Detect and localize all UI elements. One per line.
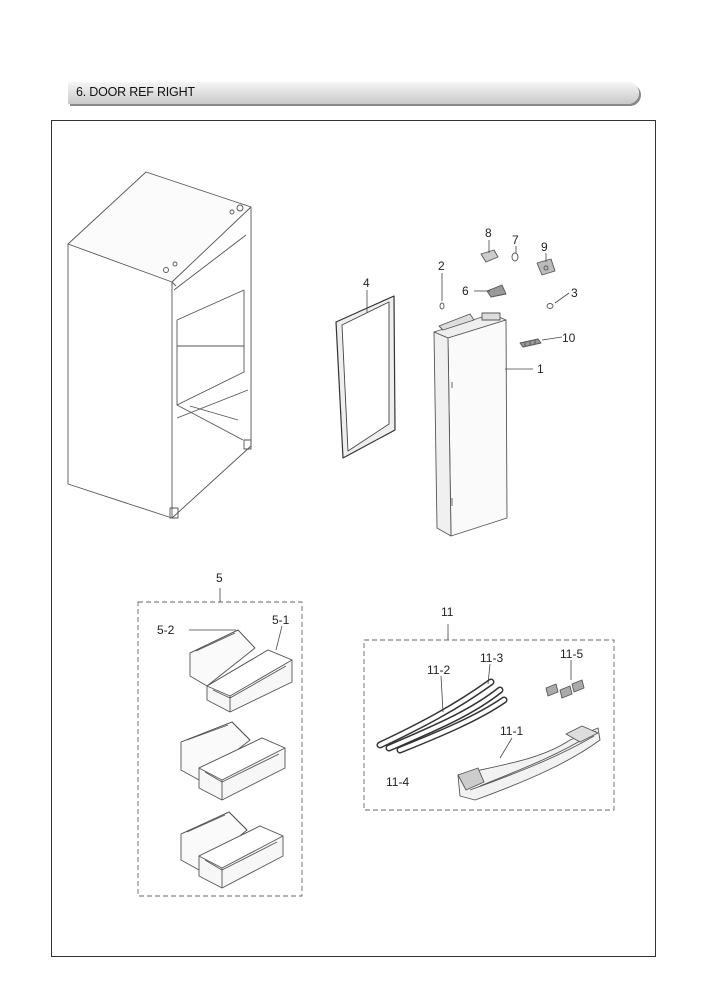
callout-11-3: 11-3 bbox=[480, 651, 503, 665]
section-title: 6. DOOR REF RIGHT bbox=[76, 85, 195, 99]
callout-1: 1 bbox=[537, 362, 544, 376]
callout-9: 9 bbox=[541, 240, 548, 254]
part-spring-10 bbox=[519, 338, 542, 348]
callout-11-2: 11-2 bbox=[427, 663, 450, 677]
callout-6: 6 bbox=[462, 284, 469, 298]
part-door-guard-set-2 bbox=[180, 721, 286, 801]
callout-2: 2 bbox=[438, 259, 445, 273]
callout-11-1: 11-1 bbox=[500, 724, 523, 738]
part-screw-3 bbox=[546, 303, 554, 309]
callout-8: 8 bbox=[485, 226, 492, 240]
part-door-guard-set-1 bbox=[189, 629, 293, 713]
callout-3: 3 bbox=[571, 286, 578, 300]
part-tubes bbox=[376, 678, 508, 754]
part-hinge-cap-8 bbox=[480, 249, 499, 263]
part-connectors bbox=[545, 679, 585, 699]
part-bolt-7 bbox=[511, 252, 519, 262]
part-water-tank bbox=[457, 725, 601, 801]
callout-5-1: 5-1 bbox=[272, 613, 290, 627]
refrigerator-cabinet bbox=[67, 171, 252, 519]
part-door-guard-set-3 bbox=[180, 811, 284, 889]
callout-11-4: 11-4 bbox=[386, 775, 409, 789]
callout-11: 11 bbox=[441, 605, 454, 619]
section-header: 6. DOOR REF RIGHT bbox=[68, 82, 639, 104]
diagram-frame bbox=[51, 120, 656, 957]
callout-10: 10 bbox=[562, 331, 576, 345]
callout-labels: 1 2 3 4 5 5-1 5-2 6 7 8 9 10 11 11-1 11-… bbox=[157, 226, 583, 789]
callout-5: 5 bbox=[216, 571, 223, 585]
leader-lines bbox=[189, 240, 572, 759]
callout-11-5: 11-5 bbox=[560, 647, 583, 661]
part-hinge-cover-6 bbox=[486, 284, 507, 298]
callout-5-2: 5-2 bbox=[157, 623, 175, 637]
group-box-11 bbox=[363, 639, 615, 811]
callout-7: 7 bbox=[512, 233, 519, 247]
part-door-assembly bbox=[433, 312, 508, 537]
part-pin-2 bbox=[439, 302, 445, 310]
part-door-gasket bbox=[335, 295, 396, 459]
callout-4: 4 bbox=[363, 276, 370, 290]
